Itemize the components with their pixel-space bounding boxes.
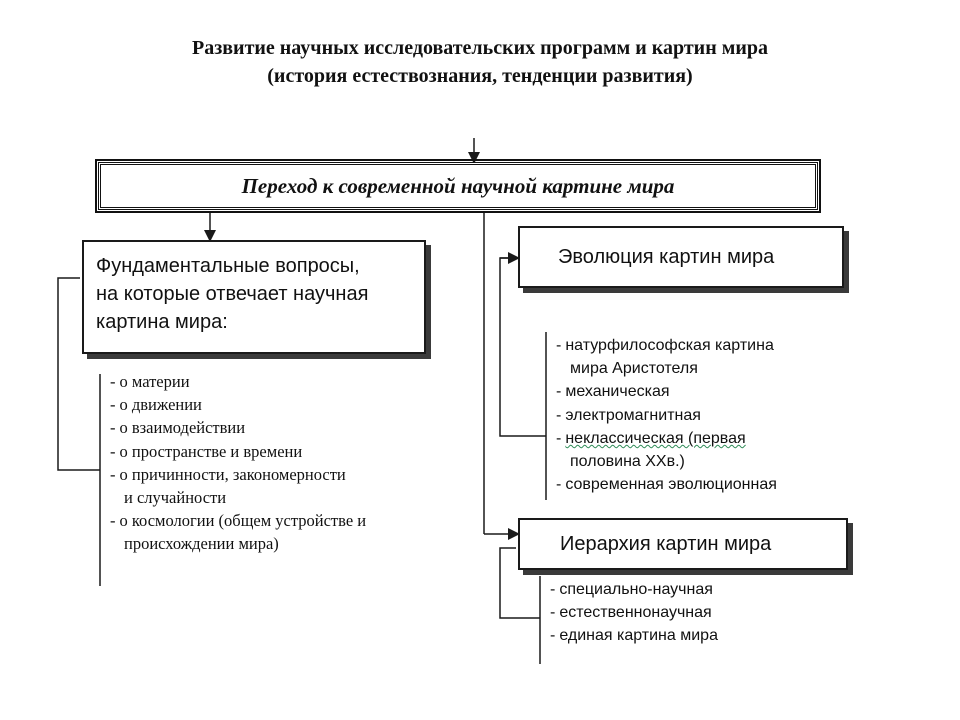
list-item: -о пространстве и времени (110, 441, 303, 461)
list-item: половина ХХв.) (570, 453, 685, 471)
list-item: -о причинности, закономерности (110, 464, 346, 484)
evolution-bracket (499, 257, 546, 437)
evolution-list: -натурфилософская картина мира Аристотел… (556, 334, 777, 496)
fundamental-line: на которые отвечает научная (96, 283, 369, 305)
list-item: -электромагнитная (556, 406, 701, 424)
list-item: -натурфилософская картина (556, 337, 774, 354)
list-item: мира Аристотеля (570, 360, 698, 378)
list-item: -современная эволюционная (556, 476, 777, 494)
list-item: -специально-научная (550, 581, 713, 598)
list-item: -о космологии (общем устройстве и (110, 511, 367, 531)
list-item: -естественнонаучная (550, 604, 712, 621)
list-item: -неклассическая (первая (556, 429, 746, 447)
list-item: -о материи (110, 372, 190, 391)
list-item: -механическая (556, 383, 670, 401)
hierarchy-bracket (499, 547, 540, 619)
slide-subtitle: (история естествознания, тенденции разви… (267, 65, 693, 87)
list-item: -о взаимодействии (110, 418, 246, 438)
list-item: -о движении (110, 395, 202, 415)
evolution-box: Эволюция картин мира (518, 226, 844, 288)
hierarchy-list: -специально-научная -естественнонаучная … (550, 578, 718, 647)
hierarchy-box: Иерархия картин мира (518, 518, 848, 570)
fundamental-questions-box: Фундаментальные вопросы, на которые отве… (82, 240, 426, 354)
fundamental-bracket (57, 277, 100, 471)
fundamental-line: картина мира: (96, 311, 228, 333)
list-item: -единая картина мира (550, 627, 718, 644)
slide-title: Развитие научных исследовательских прогр… (191, 37, 768, 59)
fundamental-line: Фундаментальные вопросы, (96, 255, 360, 277)
list-item: происхождении мира) (124, 534, 279, 554)
main-box: Переход к современной научной картине ми… (95, 159, 821, 213)
list-item: и случайности (124, 488, 227, 508)
fundamental-list: -о материи -о движении -о взаимодействии… (110, 370, 366, 556)
